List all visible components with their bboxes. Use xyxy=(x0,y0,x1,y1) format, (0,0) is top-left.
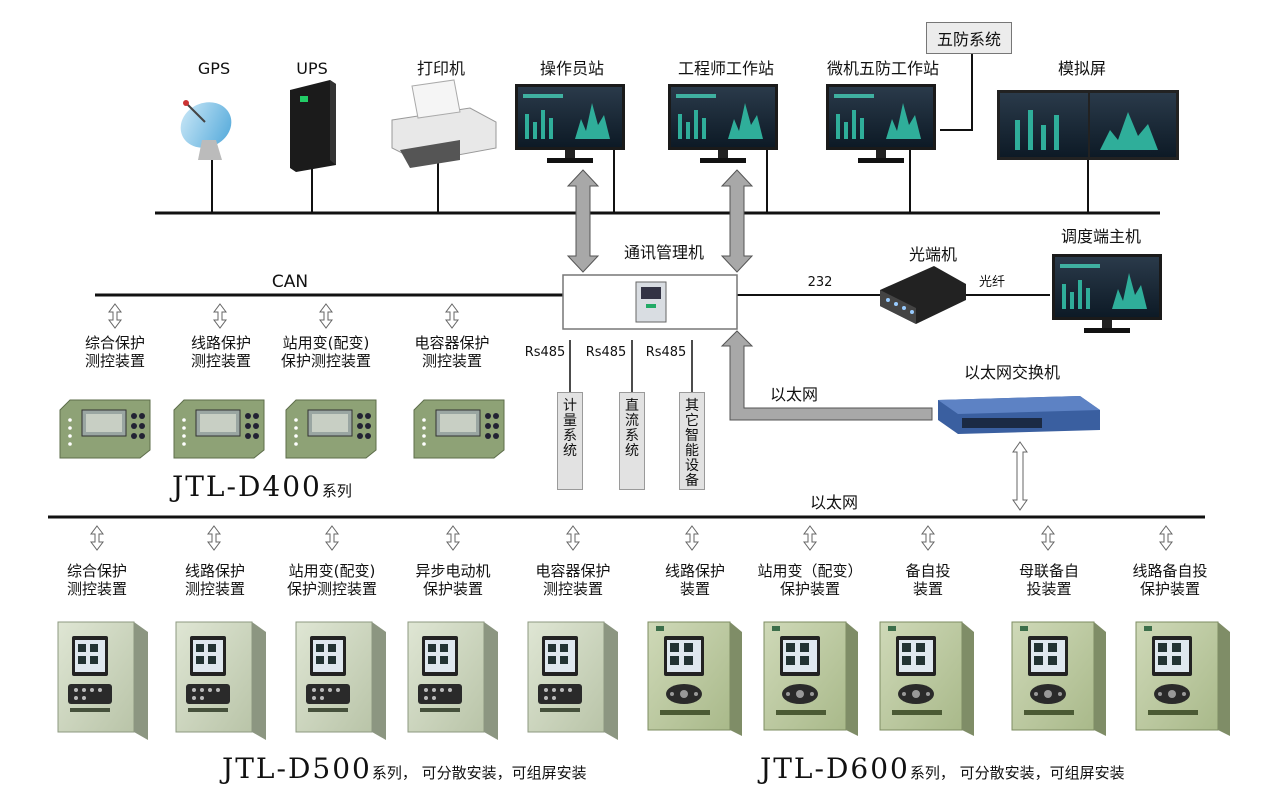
d600-device-label-2: 站用变（配变） 保护装置 xyxy=(757,562,863,598)
d400-series-name: JTL-D400 xyxy=(172,470,322,503)
d400-device-label-3: 站用变(配变) 保护测控装置 xyxy=(280,334,371,370)
rs485-label-1: Rs485 xyxy=(524,345,566,360)
d500-device-label-1: 综合保护 测控装置 xyxy=(66,562,127,598)
wufang-link xyxy=(940,48,973,131)
ethernet-switch-label: 以太网交换机 xyxy=(963,363,1060,382)
d600-device-label-3: 备自投 装置 xyxy=(905,562,951,598)
d500-unit-3 xyxy=(295,621,387,741)
d600-device-label-1: 线路保护 装置 xyxy=(664,562,725,598)
gps-icon xyxy=(180,100,232,160)
dc-system-box: 直流系统 xyxy=(619,392,645,490)
optical-terminal-label: 光端机 xyxy=(908,245,957,264)
dispatch-host-label: 调度端主机 xyxy=(1060,227,1141,246)
d500-series-name: JTL-D500 xyxy=(222,752,372,785)
d400-device-label-1: 综合保护 测控装置 xyxy=(84,334,145,370)
sim-screen-icon xyxy=(997,90,1179,160)
operator-monitor-icon xyxy=(515,84,625,163)
d500-series-title: JTL-D500系列， 可分散安装，可组屏安装 xyxy=(222,752,587,785)
d500-unit-5 xyxy=(527,621,619,741)
optical-terminal-icon xyxy=(880,266,966,324)
wufang-monitor-icon xyxy=(826,84,936,163)
comm-manager-icon xyxy=(635,281,667,323)
port-232-label: 232 xyxy=(807,275,833,290)
rs485-label-2: Rs485 xyxy=(585,345,627,360)
gps-label: GPS xyxy=(197,59,231,78)
d600-series-name: JTL-D600 xyxy=(760,752,910,785)
wufang-system-label: 五防系统 xyxy=(926,22,1013,54)
dispatch-monitor-icon xyxy=(1052,254,1162,333)
d500-device-label-4: 异步电动机 保护装置 xyxy=(415,562,491,598)
d500-device-label-2: 线路保护 测控装置 xyxy=(184,562,245,598)
engineer-double-arrow xyxy=(720,169,754,273)
switch-bus-arrow xyxy=(1012,441,1028,511)
d600-unit-5 xyxy=(1135,621,1231,737)
d400-series-title: JTL-D400系列 xyxy=(172,470,352,503)
d400-device-label-2: 线路保护 测控装置 xyxy=(190,334,251,370)
fiber-label: 光纤 xyxy=(978,275,1005,290)
printer-icon xyxy=(391,79,497,168)
printer-label: 打印机 xyxy=(416,59,465,78)
d500-unit-1 xyxy=(57,621,149,741)
d400-unit-4 xyxy=(413,399,505,459)
d600-series-suffix: 系列， 可分散安装，可组屏安装 xyxy=(909,764,1125,782)
ethernet-link-label: 以太网 xyxy=(769,385,818,404)
engineer-station-label: 工程师工作站 xyxy=(677,59,774,78)
d600-device-label-5: 线路备自投 保护装置 xyxy=(1132,562,1208,598)
d500-unit-2 xyxy=(175,621,267,741)
d400-series-suffix: 系列 xyxy=(321,482,352,500)
d400-device-label-4: 电容器保护 测控装置 xyxy=(414,334,490,370)
d400-unit-2 xyxy=(173,399,265,459)
d500-device-label-5: 电容器保护 测控装置 xyxy=(535,562,611,598)
d600-unit-3 xyxy=(879,621,975,737)
ups-icon xyxy=(290,80,336,172)
d600-unit-4 xyxy=(1011,621,1107,737)
d500-unit-4 xyxy=(407,621,499,741)
d600-unit-2 xyxy=(763,621,859,737)
operator-station-label: 操作员站 xyxy=(539,59,604,78)
metering-system-box: 计量系统 xyxy=(557,392,583,490)
d500-device-label-3: 站用变(配变) 保护测控装置 xyxy=(286,562,377,598)
d600-series-title: JTL-D600系列， 可分散安装，可组屏安装 xyxy=(760,752,1125,785)
rs485-label-3: Rs485 xyxy=(645,345,687,360)
ups-label: UPS xyxy=(296,59,328,78)
other-devices-box: 其它智能设备 xyxy=(679,392,705,490)
d400-unit-1 xyxy=(59,399,151,459)
sim-screen-label: 模拟屏 xyxy=(1057,59,1106,78)
d500-series-suffix: 系列， 可分散安装，可组屏安装 xyxy=(371,764,587,782)
d600-device-label-4: 母联备自 投装置 xyxy=(1018,562,1079,598)
ethernet-bus-label: 以太网 xyxy=(809,493,858,512)
ethernet-switch-icon xyxy=(938,396,1100,434)
can-label: CAN xyxy=(271,272,309,292)
engineer-monitor-icon xyxy=(668,84,778,163)
ethernet-arrow xyxy=(720,330,933,421)
comm-manager-label: 通讯管理机 xyxy=(623,243,704,262)
operator-double-arrow xyxy=(566,169,600,273)
d400-unit-3 xyxy=(285,399,377,459)
d600-unit-1 xyxy=(647,621,743,737)
wufang-station-label: 微机五防工作站 xyxy=(826,59,939,78)
